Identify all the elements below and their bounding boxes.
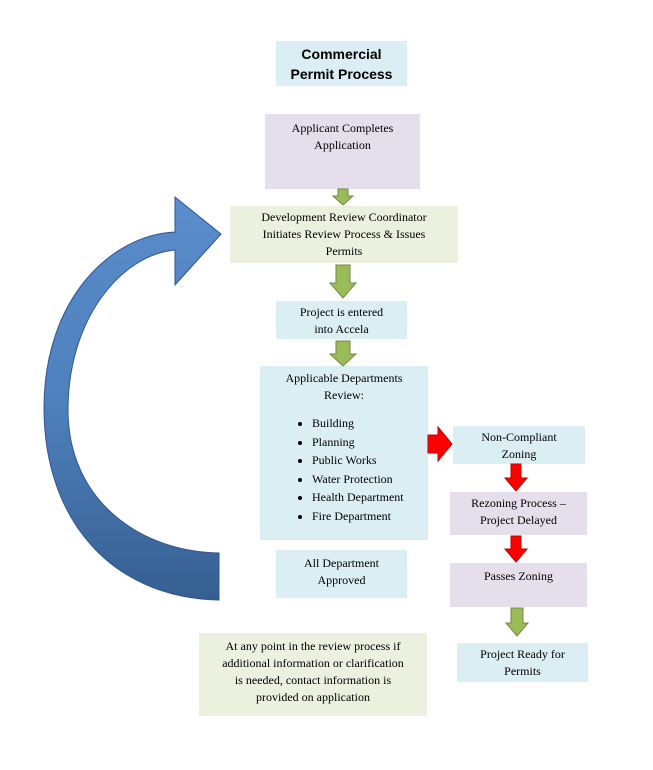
step-departments-review: Applicable Departments Review: Building … <box>260 366 428 540</box>
step-ready-for-permits: Project Ready for Permits <box>457 643 588 682</box>
step-entered-accela: Project is entered into Accela <box>276 301 407 339</box>
note-line-2: additional information or clarification <box>222 656 404 670</box>
step-rezoning-line-2: Project Delayed <box>480 513 557 527</box>
step-coordinator-line-1: Development Review Coordinator <box>261 210 427 224</box>
step-review-line-2: Review: <box>324 388 364 402</box>
step-coordinator-line-3: Permits <box>325 244 363 258</box>
step-all-approved: All Department Approved <box>276 550 407 598</box>
down-arrow-noncompliant-to-rezoning <box>503 463 529 492</box>
note-line-4: provided on application <box>256 690 370 704</box>
step-rezoning-line-1: Rezoning Process – <box>471 496 566 510</box>
step-passes-zoning: Passes Zoning <box>450 563 587 607</box>
department-item-health: Health Department <box>312 488 428 507</box>
step-review-line-1: Applicable Departments <box>285 371 403 385</box>
step-ready-line-1: Project Ready for <box>480 647 565 661</box>
department-item-fire: Fire Department <box>312 507 428 526</box>
step-approved-line-2: Approved <box>317 573 366 587</box>
down-arrow-accela-to-review <box>328 340 358 367</box>
step-accela-line-1: Project is entered <box>299 305 384 319</box>
step-applicant-line-2: Application <box>314 138 371 152</box>
note-line-3: is needed, contact information is <box>234 673 392 687</box>
down-arrow-coordinator-to-accela <box>328 264 358 299</box>
department-list: Building Planning Public Works Water Pro… <box>260 414 428 525</box>
department-item-planning: Planning <box>312 433 428 452</box>
right-arrow-review-to-noncompliant <box>427 425 453 463</box>
title-line-2: Permit Process <box>290 66 393 82</box>
department-item-building: Building <box>312 414 428 433</box>
step-approved-line-1: All Department <box>304 556 379 570</box>
diagram-title: Commercial Permit Process <box>276 41 407 86</box>
step-noncompliant-line-2: Zoning <box>501 447 537 461</box>
step-applicant-line-1: Applicant Completes <box>291 121 394 135</box>
step-passes-line-1: Passes Zoning <box>484 569 553 583</box>
step-accela-line-2: into Accela <box>314 322 369 336</box>
department-item-public-works: Public Works <box>312 451 428 470</box>
step-noncompliant-line-1: Non-Compliant <box>481 430 557 444</box>
loop-back-arrow <box>43 195 222 601</box>
note-line-1: At any point in the review process if <box>225 639 401 653</box>
title-line-1: Commercial <box>301 46 382 62</box>
down-arrow-applicant-to-coordinator <box>331 188 355 206</box>
step-coordinator-line-2: Initiates Review Process & Issues <box>262 227 426 241</box>
step-non-compliant-zoning: Non-Compliant Zoning <box>453 426 585 464</box>
step-applicant-completes: Applicant Completes Application <box>265 114 420 189</box>
down-arrow-rezoning-to-passes <box>503 535 529 563</box>
review-note: At any point in the review process if ad… <box>199 633 427 716</box>
down-arrow-passes-to-ready <box>504 607 530 637</box>
step-review-coordinator: Development Review Coordinator Initiates… <box>230 206 458 263</box>
step-ready-line-2: Permits <box>504 664 541 678</box>
department-item-water-protection: Water Protection <box>312 470 428 489</box>
step-rezoning-process: Rezoning Process – Project Delayed <box>450 492 587 535</box>
